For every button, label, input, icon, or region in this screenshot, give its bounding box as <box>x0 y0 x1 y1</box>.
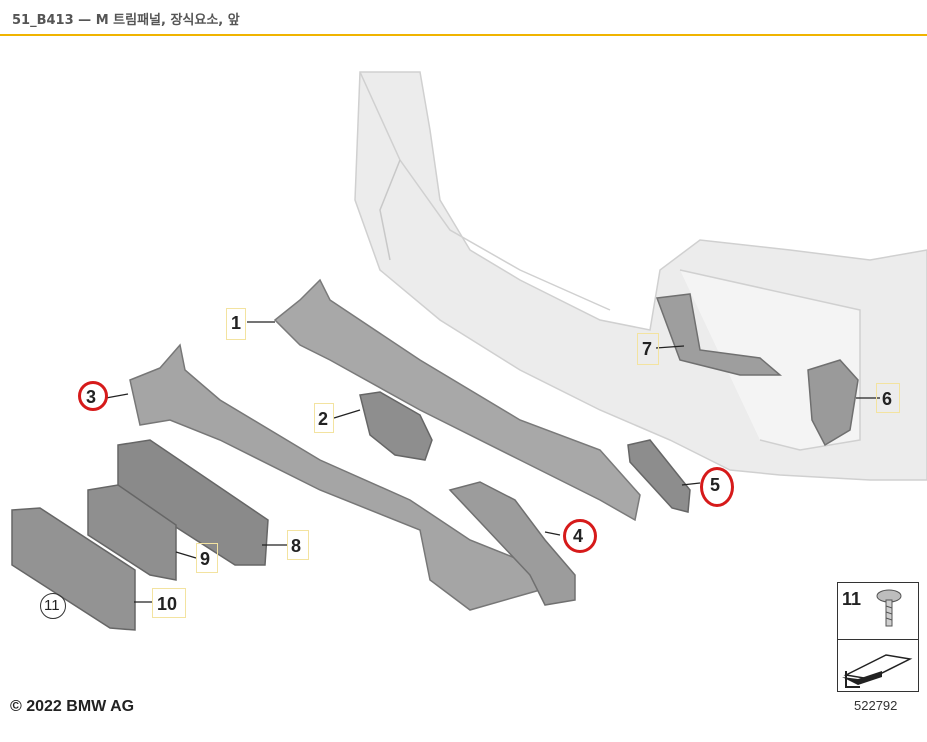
highlight-ring-3 <box>78 381 108 411</box>
callout-10: 10 <box>157 594 178 614</box>
callout-box-6 <box>876 383 900 413</box>
callout-box-9 <box>196 543 218 573</box>
part-5-bracket <box>627 439 691 513</box>
callout-11: 11 <box>44 597 60 614</box>
exploded-parts-diagram <box>11 71 927 631</box>
copyright-text: © 2022 BMW AG <box>10 698 135 715</box>
callout-2: 2 <box>318 409 329 429</box>
inset-divider <box>838 639 918 640</box>
inset-label: 11 <box>842 589 862 609</box>
part-1-trim <box>273 278 641 522</box>
callout-3: 3 <box>86 387 97 407</box>
part-10-plate <box>11 507 136 631</box>
screw-icon <box>876 589 902 627</box>
part-9-plate <box>87 484 177 581</box>
callout-box-10 <box>152 588 186 618</box>
callout-9: 9 <box>200 549 211 569</box>
callout-7: 7 <box>642 339 653 359</box>
callout-box-2 <box>314 403 334 433</box>
callout-6: 6 <box>882 389 893 409</box>
callout-5: 5 <box>710 475 721 495</box>
callout-box-7 <box>637 333 659 365</box>
page-title: 51_B413 — M 트림패널, 장식요소, 앞 <box>12 13 240 28</box>
callout-4: 4 <box>573 526 584 546</box>
drawing-number: 522792 <box>854 698 898 713</box>
leader-lines <box>105 321 880 603</box>
header-bar: 51_B413 — M 트림패널, 장식요소, 앞 <box>0 0 927 36</box>
highlight-ring-4 <box>563 519 597 553</box>
mounting-position-icon <box>842 654 913 688</box>
callout-8: 8 <box>291 536 302 556</box>
callout-1: 1 <box>231 313 242 333</box>
part-4-trim <box>448 481 576 606</box>
callout-11-circle <box>40 593 66 619</box>
highlight-ring-5 <box>700 467 734 507</box>
fastener-inset: 11 <box>837 582 919 692</box>
part-2-bracket <box>359 391 433 461</box>
callout-box-8 <box>287 530 309 560</box>
part-7-bracket <box>655 293 783 376</box>
callout-box-1 <box>226 308 246 340</box>
part-6-insert <box>807 359 859 447</box>
